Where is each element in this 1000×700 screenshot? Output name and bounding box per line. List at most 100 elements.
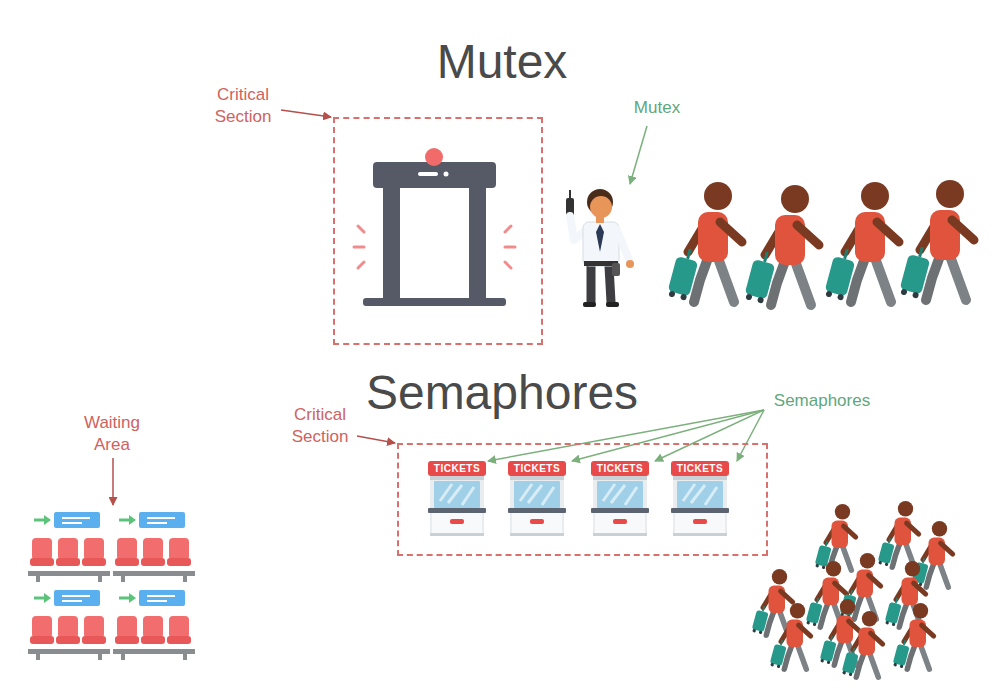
booth-panel — [432, 513, 482, 533]
bench — [28, 590, 110, 660]
callout-label: Semaphores — [742, 390, 902, 412]
guard-leg — [609, 266, 611, 302]
section-label: Critical Section — [198, 84, 288, 128]
window-glint — [705, 487, 717, 505]
booth-frame — [510, 476, 564, 480]
booth-panel — [675, 513, 725, 533]
gate-base — [363, 298, 506, 306]
traveler — [814, 504, 856, 570]
ticket-booth: TICKETS — [669, 461, 731, 539]
window-glint — [462, 487, 474, 505]
guard-shoe — [606, 302, 619, 307]
gate-display — [444, 172, 449, 177]
booth-frame — [593, 476, 647, 480]
alarm-mark — [358, 226, 364, 232]
ticket-booth: TICKETS — [426, 461, 488, 539]
booth-window — [514, 481, 560, 508]
traveler — [769, 603, 811, 669]
gate-display — [418, 172, 438, 176]
radio-antenna — [569, 190, 571, 198]
ticket-booth: TICKETS — [589, 461, 651, 539]
booth-sign-text: TICKETS — [426, 462, 488, 476]
traveler — [877, 501, 919, 567]
booth-window — [434, 481, 480, 508]
guard-leg — [587, 266, 596, 302]
waiting-area-benches — [28, 512, 195, 660]
booth-frame — [430, 476, 484, 480]
traveler — [892, 603, 934, 669]
booth-window — [677, 481, 723, 508]
bench — [113, 590, 195, 660]
booth-body — [593, 476, 647, 536]
leader-arrow — [357, 436, 395, 443]
window-glint — [691, 485, 705, 503]
guard-arm — [617, 230, 630, 262]
booth-body — [673, 476, 727, 536]
leader-arrow — [630, 126, 647, 184]
booth-sign-text: TICKETS — [506, 462, 568, 476]
metal-detector-gate — [354, 148, 515, 306]
booth-counter — [508, 508, 566, 513]
critical-section-box: Critical SectionTICKETSTICKETSTICKETSTIC… — [397, 443, 768, 556]
alarm-mark — [505, 226, 511, 232]
leader-arrow — [737, 410, 764, 461]
gate-post — [469, 188, 486, 300]
traveler — [751, 569, 793, 635]
callout-label: Mutex — [597, 97, 717, 119]
semaphore-crowd — [751, 501, 953, 677]
traveler — [823, 182, 899, 302]
alarm-light — [425, 148, 443, 166]
booth-sign-text: TICKETS — [669, 462, 731, 476]
booth-slot — [613, 519, 627, 524]
booth-panel — [512, 513, 562, 533]
area-label: Waiting Area — [72, 412, 152, 456]
traveler — [743, 185, 819, 305]
critical-section-box: Critical Section — [333, 117, 543, 345]
guard-hand — [626, 260, 634, 268]
leader-arrow — [281, 110, 331, 117]
booth-body — [430, 476, 484, 536]
booth-body — [510, 476, 564, 536]
ticket-booth: TICKETS — [506, 461, 568, 539]
alarm-mark — [505, 246, 515, 249]
alarm-mark — [354, 246, 364, 249]
gate-post — [383, 188, 400, 300]
leader-lines — [113, 110, 764, 505]
booth-panel — [595, 513, 645, 533]
bench — [113, 512, 195, 582]
booth-counter — [428, 508, 486, 513]
booth-base — [510, 533, 564, 536]
section-label: Critical Section — [275, 404, 365, 448]
traveler — [898, 180, 974, 300]
guard-tie — [596, 224, 604, 252]
booth-window — [597, 481, 643, 508]
leader-arrow — [112, 458, 114, 505]
booth-base — [430, 533, 484, 536]
booth-sign-text: TICKETS — [589, 462, 651, 476]
booth-slot — [530, 519, 544, 524]
section-heading: Mutex — [332, 33, 672, 91]
alarm-mark — [358, 262, 364, 268]
window-glint — [448, 485, 462, 503]
window-glint — [528, 485, 542, 503]
mutex-queue — [666, 180, 974, 305]
window-glint — [611, 485, 625, 503]
booth-counter — [671, 508, 729, 513]
alarm-mark — [505, 262, 511, 268]
traveler — [841, 611, 883, 677]
traveler — [911, 521, 953, 587]
guard-face — [590, 196, 612, 218]
traveler — [666, 182, 742, 302]
booth-base — [593, 533, 647, 536]
bench — [28, 512, 110, 582]
booth-slot — [693, 519, 707, 524]
security-guard — [566, 189, 634, 307]
guard-holster — [612, 263, 620, 276]
guard-shoe — [583, 302, 596, 307]
booth-counter — [591, 508, 649, 513]
leader-arrow — [655, 410, 764, 461]
booth-base — [673, 533, 727, 536]
